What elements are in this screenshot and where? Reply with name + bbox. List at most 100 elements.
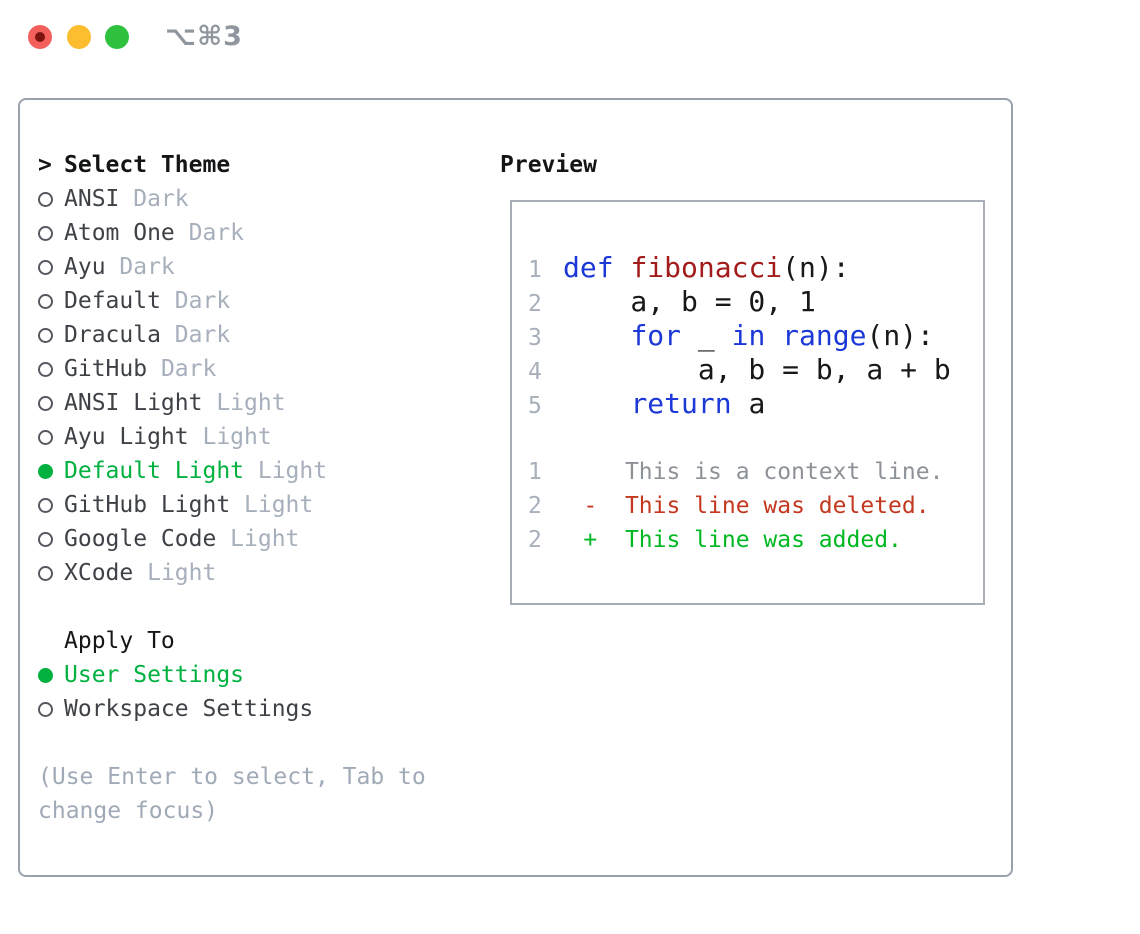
line-number: 5: [528, 393, 542, 419]
code-segment: return: [630, 387, 732, 420]
theme-variant-badge: Dark: [174, 322, 231, 348]
diff-line-deleted: 2 - This line was deleted.: [528, 489, 983, 523]
theme-option-google-code[interactable]: Google Code Light: [38, 522, 426, 556]
radio-selected-icon: [38, 463, 64, 479]
minimize-button[interactable]: [67, 25, 91, 49]
theme-option-ayu-light[interactable]: Ayu Light Light: [38, 420, 426, 454]
close-button[interactable]: [28, 25, 52, 49]
theme-option-atom-one[interactable]: Atom One Dark: [38, 216, 426, 250]
radio-circle: [38, 259, 53, 275]
code-segment: [563, 387, 630, 420]
radio-circle: [38, 429, 53, 445]
theme-variant-badge: Light: [244, 492, 314, 518]
radio-circle: [38, 293, 53, 309]
theme-name: ANSI: [64, 186, 120, 212]
theme-option-xcode[interactable]: XCode Light: [38, 556, 426, 590]
help-text: (Use Enter to select, Tab to change focu…: [38, 764, 426, 824]
radio-icon: [38, 429, 64, 445]
theme-variant-badge: Light: [257, 458, 328, 484]
radio-icon: [38, 395, 64, 411]
window-title: ⌥⌘3: [165, 21, 243, 52]
radio-circle: [38, 327, 53, 343]
diff-segment: + This line was added.: [583, 527, 902, 553]
theme-variant-badge: Dark: [188, 220, 245, 246]
apply-option-workspace-settings[interactable]: Workspace Settings: [38, 692, 426, 726]
radio-selected-icon: [38, 667, 64, 683]
select-theme-header: > Select Theme: [38, 148, 426, 182]
radio-circle: [38, 701, 53, 717]
diff-segment: - This line was deleted.: [583, 493, 930, 519]
code-line: 3 for _ in range(n):: [528, 319, 983, 353]
radio-icon: [38, 565, 64, 581]
code-segment: a: [731, 387, 766, 420]
line-number: 1: [528, 459, 542, 485]
theme-name: GitHub: [64, 356, 148, 382]
code-segment: fibonacci: [630, 251, 783, 284]
radio-circle: [38, 395, 53, 411]
close-dot-icon: [35, 32, 45, 42]
code-segment: (n):: [782, 251, 850, 284]
diff-line-context: 1 This is a context line.: [528, 455, 983, 489]
theme-variant-badge: Light: [147, 560, 217, 586]
theme-variant-badge: Dark: [174, 288, 231, 314]
line-number: 1: [528, 257, 542, 283]
theme-option-github-light[interactable]: GitHub Light Light: [38, 488, 426, 522]
radio-icon: [38, 701, 64, 717]
diff-line-added: 2 + This line was added.: [528, 523, 983, 557]
code-segment: [563, 319, 630, 352]
code-line: 1 def fibonacci(n):: [528, 251, 983, 285]
theme-name: Google Code: [64, 526, 217, 552]
theme-name: XCode: [64, 560, 134, 586]
radio-circle: [38, 497, 53, 513]
code-segment: a, b = 0, 1: [563, 285, 816, 318]
theme-name: GitHub Light: [64, 492, 231, 518]
diff-segment: [542, 527, 584, 553]
code-segment: for: [630, 319, 682, 352]
radio-circle: [38, 361, 53, 377]
line-number: 2: [528, 493, 542, 519]
apply-option-label: User Settings: [64, 662, 245, 688]
radio-icon: [38, 191, 64, 207]
radio-icon: [38, 259, 64, 275]
theme-name: Ayu: [64, 254, 106, 280]
theme-option-default[interactable]: Default Dark: [38, 284, 426, 318]
line-number: 3: [528, 325, 542, 351]
theme-name: Ayu Light: [64, 424, 189, 450]
code-line: 5 return a: [528, 387, 983, 421]
code-segment: def: [563, 251, 614, 284]
diff-segment: [542, 493, 584, 519]
theme-option-default-light[interactable]: Default Light Light: [38, 454, 426, 488]
line-number: 4: [528, 359, 542, 385]
theme-name: Atom One: [64, 220, 175, 246]
preview-title: Preview: [500, 152, 597, 178]
theme-name: Default Light: [64, 458, 245, 484]
zoom-button[interactable]: [105, 25, 129, 49]
theme-variant-badge: Light: [202, 424, 272, 450]
theme-name: Default: [64, 288, 161, 314]
code-line: 2 a, b = 0, 1: [528, 285, 983, 319]
code-segment: range: [782, 319, 867, 352]
blank-line: [528, 421, 983, 455]
apply-to-header: Apply To: [38, 624, 426, 658]
radio-icon: [38, 361, 64, 377]
radio-circle: [38, 463, 53, 479]
apply-to-title: Apply To: [64, 628, 175, 654]
code-segment: _: [681, 319, 732, 352]
apply-option-user-settings[interactable]: User Settings: [38, 658, 426, 692]
radio-icon: [38, 293, 64, 309]
theme-variant-badge: Light: [230, 526, 300, 552]
code-segment: [765, 319, 782, 352]
radio-circle: [38, 565, 53, 581]
line-number: 2: [528, 527, 542, 553]
radio-circle: [38, 531, 53, 547]
